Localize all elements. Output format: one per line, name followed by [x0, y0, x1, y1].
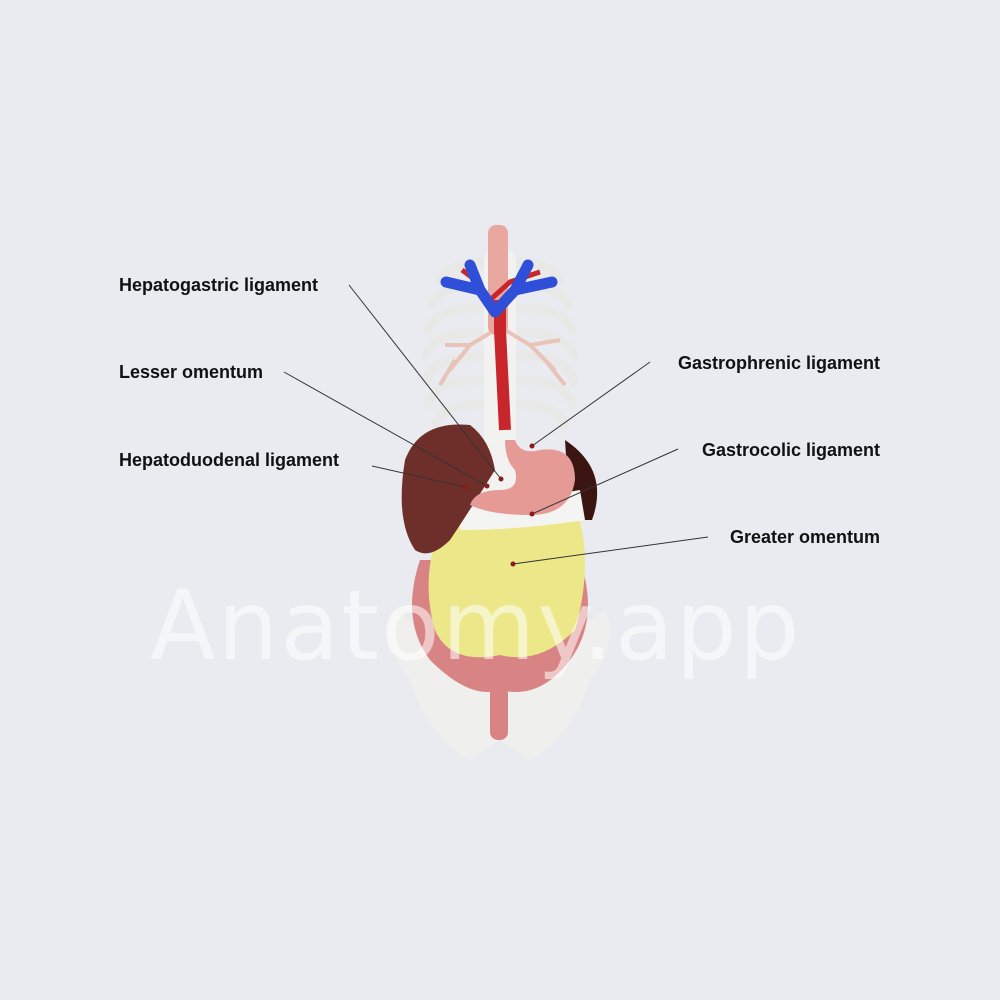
liver	[401, 424, 495, 554]
watermark: Anatomy.app	[150, 570, 802, 682]
aorta	[494, 300, 511, 431]
leader-line-greater-omentum	[512, 536, 709, 565]
label-greater-omentum: Greater omentum	[729, 527, 880, 547]
label-hepatoduodenal-ligament: Hepatoduodenal ligament	[119, 450, 340, 470]
label-lesser-omentum: Lesser omentum	[119, 362, 264, 382]
rectum	[490, 680, 508, 740]
pointer-dot-gastrocolic	[529, 511, 535, 517]
bronchial-tree	[438, 328, 567, 387]
label-gastrophrenic-ligament: Gastrophrenic ligament	[677, 353, 880, 373]
veins	[440, 259, 558, 318]
leader-lines	[283, 284, 709, 567]
leader-line-hepatogastric	[348, 284, 502, 480]
leader-line-gastrophrenic	[531, 361, 651, 447]
label-gastrocolic-ligament: Gastrocolic ligament	[701, 440, 880, 460]
pointer-dot-greater-omentum	[510, 561, 516, 567]
leader-line-gastrocolic	[531, 448, 679, 515]
label-hepatogastric-ligament: Hepatogastric ligament	[119, 275, 319, 295]
pointer-dot-lesser-omentum	[484, 483, 490, 489]
leader-line-lesser-omentum	[283, 371, 488, 487]
pointer-dot-gastrophrenic	[529, 443, 535, 449]
stomach	[470, 440, 575, 515]
greater-omentum-shape	[428, 505, 585, 658]
pointer-dot-hepatogastric	[498, 476, 504, 482]
pointer-dot-hepatoduodenal	[462, 484, 468, 490]
leader-line-hepatoduodenal	[371, 465, 466, 488]
rib-cage	[421, 257, 579, 430]
